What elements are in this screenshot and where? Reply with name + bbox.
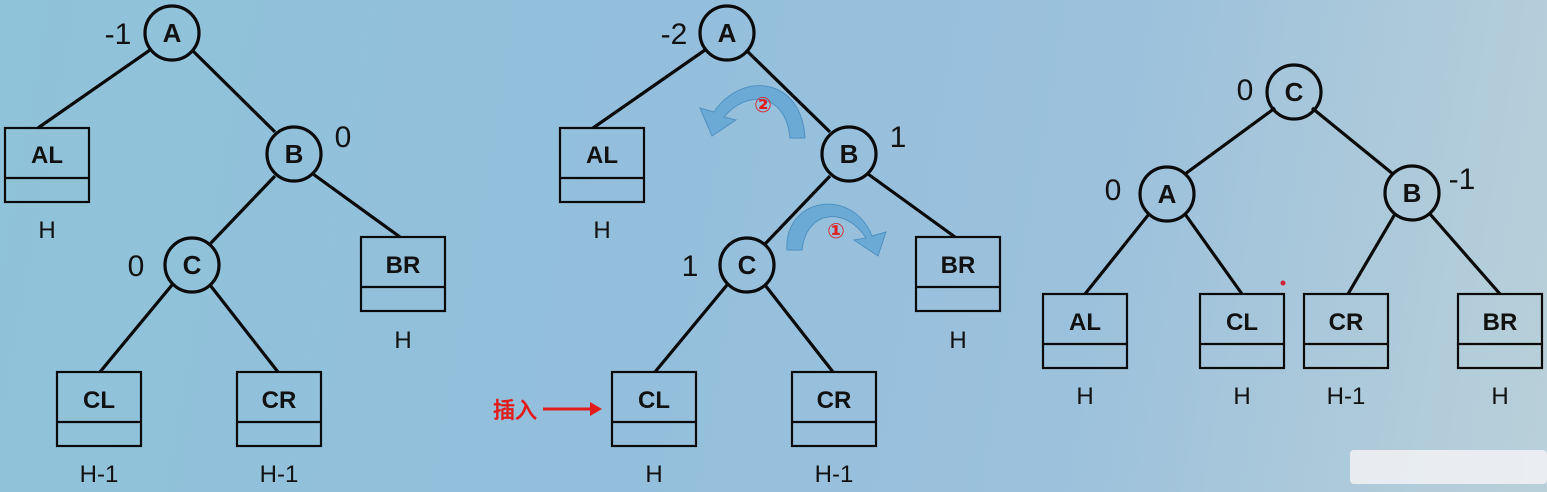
- subtree-height: H: [38, 217, 55, 244]
- subtree-label: CR: [817, 387, 852, 414]
- edge-a-al: [592, 48, 706, 130]
- balance-factor: 0: [335, 121, 352, 154]
- subtree-height: H: [1076, 383, 1093, 410]
- node-c: C 0: [128, 236, 221, 294]
- subtree-height: H: [949, 327, 966, 354]
- node-label: B: [285, 139, 304, 169]
- subtree-cr: CR H-1: [235, 370, 323, 488]
- rotation-arrow-step-1: ①: [786, 203, 887, 257]
- subtree-label: AL: [1069, 309, 1101, 336]
- subtree-label: CR: [1329, 309, 1364, 336]
- subtree-al: AL H: [558, 126, 646, 244]
- rotation-arrow-step-2: ②: [699, 85, 806, 139]
- node-label: A: [1158, 179, 1177, 209]
- cursor-dot: [1280, 280, 1286, 286]
- tree-after-rotation: C 0 A 0 B -1 AL H CL H CR H: [1041, 63, 1544, 410]
- edge-c-cl: [653, 283, 729, 374]
- subtree-label: BR: [386, 252, 421, 279]
- subtree-height: H: [593, 217, 610, 244]
- node-label: A: [718, 18, 737, 48]
- balance-factor: 0: [1237, 74, 1254, 107]
- edge-c-cr: [763, 284, 835, 373]
- node-label: C: [738, 250, 757, 280]
- node-label: B: [840, 139, 859, 169]
- edge-a-al: [37, 48, 151, 130]
- edge-a-al: [1083, 213, 1151, 295]
- node-b: B 0: [265, 121, 352, 183]
- subtree-label: BR: [941, 252, 976, 279]
- edge-a-cl: [1183, 213, 1244, 295]
- node-c: C 0: [1237, 63, 1323, 121]
- node-a: A -1: [105, 4, 201, 62]
- balance-factor: -1: [105, 18, 132, 51]
- subtree-height: H-1: [260, 461, 299, 488]
- balance-factor: -2: [661, 18, 688, 51]
- subtree-label: AL: [586, 142, 618, 169]
- node-label: A: [163, 18, 182, 48]
- edge-b-br: [1428, 212, 1502, 296]
- edge-c-a: [1184, 106, 1276, 176]
- insert-annotation: 插入: [493, 399, 602, 424]
- edge-b-br: [312, 172, 401, 239]
- node-a: A 0: [1105, 165, 1196, 223]
- subtree-height: H-1: [80, 461, 119, 488]
- edge-c-cl: [98, 283, 174, 374]
- balance-factor: -1: [1449, 163, 1476, 196]
- node-label: C: [183, 250, 202, 280]
- insert-label: 插入: [493, 399, 537, 424]
- subtree-height: H: [645, 461, 662, 488]
- subtree-label: BR: [1483, 309, 1518, 336]
- node-b: B 1: [820, 121, 907, 183]
- node-b: B -1: [1383, 163, 1476, 222]
- subtree-height: H: [1233, 383, 1250, 410]
- subtree-label: CL: [638, 387, 670, 414]
- subtree-height: H: [1491, 383, 1508, 410]
- subtree-height: H: [394, 327, 411, 354]
- node-label: C: [1285, 77, 1304, 107]
- subtree-al: AL H: [1041, 292, 1129, 410]
- edge-c-cr: [208, 284, 280, 373]
- rotation-step-label: ②: [754, 93, 772, 117]
- edge-b-c: [208, 174, 277, 246]
- edge-b-c: [763, 174, 832, 246]
- subtree-cl: CL H-1: [55, 370, 143, 488]
- node-label: B: [1403, 178, 1422, 208]
- subtree-br: BR H: [914, 235, 1002, 354]
- balance-factor: 0: [1105, 174, 1122, 207]
- subtree-label: CR: [262, 387, 297, 414]
- subtree-br: BR H: [1456, 292, 1544, 410]
- balance-factor: 0: [128, 250, 145, 283]
- edge-b-cr: [1346, 213, 1397, 295]
- edge-b-br: [867, 172, 956, 239]
- subtree-cr: CR H-1: [1302, 292, 1390, 410]
- blurred-watermark: [1350, 450, 1547, 484]
- balance-factor: 1: [890, 121, 907, 154]
- insert-arrowhead: [590, 402, 602, 416]
- rotation-step-label: ①: [827, 219, 845, 243]
- node-c: C 1: [682, 236, 776, 294]
- subtree-height: H-1: [815, 461, 854, 488]
- subtree-cr: CR H-1: [790, 370, 878, 488]
- subtree-label: CL: [1226, 309, 1258, 336]
- subtree-label: CL: [83, 387, 115, 414]
- tree-before-insert: A -1 B 0 C 0 AL H BR H CL H: [3, 4, 447, 488]
- subtree-br: BR H: [359, 235, 447, 354]
- edge-c-b: [1310, 106, 1395, 176]
- tree-after-insert: ② ① A -2 B 1 C 1 AL H: [493, 4, 1002, 488]
- subtree-label: AL: [31, 142, 63, 169]
- subtree-cl: CL H: [1198, 292, 1286, 410]
- edge-a-b: [190, 48, 277, 134]
- subtree-al: AL H: [3, 126, 91, 244]
- node-a: A -2: [661, 4, 756, 62]
- subtree-cl: CL H: [610, 370, 698, 488]
- edge-a-b: [744, 48, 832, 134]
- balance-factor: 1: [682, 250, 699, 283]
- subtree-height: H-1: [1327, 383, 1366, 410]
